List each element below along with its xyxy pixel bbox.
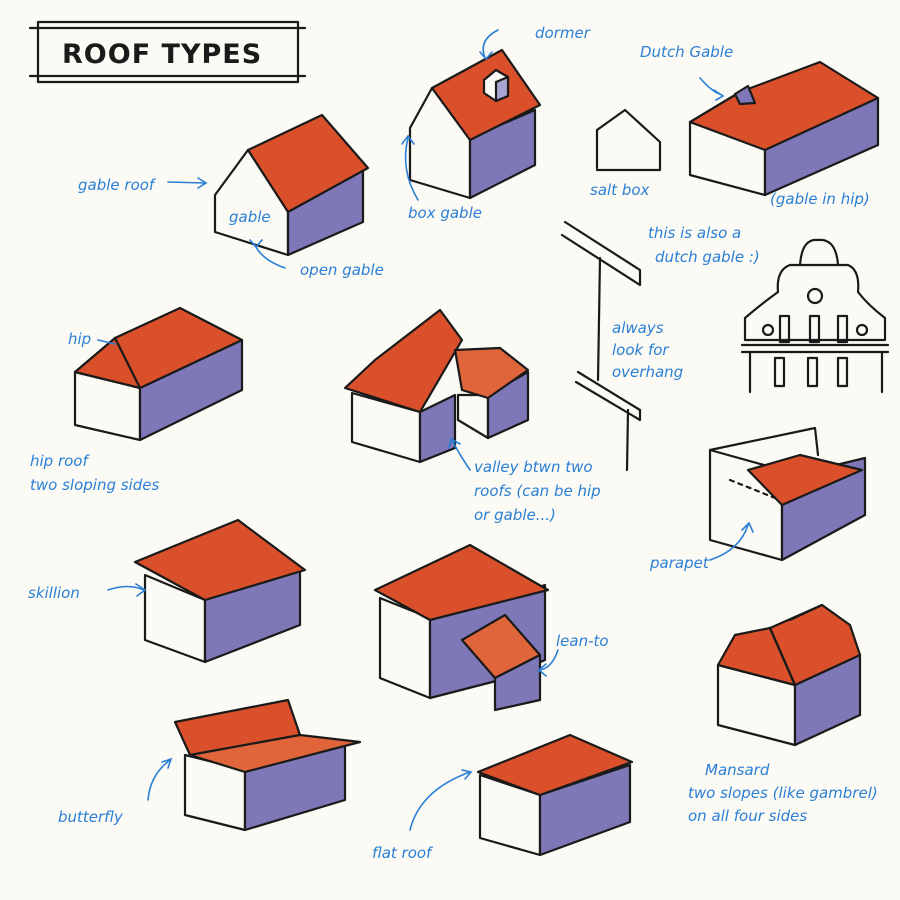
label-gable: gable: [229, 208, 271, 226]
lean-to-house: [373, 543, 550, 712]
parapet-house: [708, 426, 867, 562]
label-dutch-gable: Dutch Gable: [640, 43, 733, 61]
mansard-house: [716, 603, 862, 747]
label-dutch-gable-note-2: dutch gable :): [655, 248, 760, 266]
label-open-gable: open gable: [300, 261, 384, 279]
annotation-labels: dormer Dutch Gable gable roof gable open…: [28, 24, 878, 862]
label-flat-roof: flat roof: [372, 844, 434, 862]
flat-roof-house: [476, 733, 634, 857]
label-gable-in-hip: (gable in hip): [770, 190, 870, 208]
label-overhang-3: overhang: [612, 363, 683, 381]
label-mansard-1: Mansard: [705, 761, 770, 779]
label-mansard-3: on all four sides: [688, 807, 807, 825]
label-dutch-gable-note-1: this is also a: [648, 224, 741, 242]
valley-roof-house: [343, 308, 530, 464]
page-title: ROOF TYPES: [62, 39, 262, 70]
skillion-house: [133, 518, 307, 664]
label-hip-roof-1: hip roof: [30, 452, 90, 470]
label-gable-roof: gable roof: [78, 176, 157, 194]
title-box: ROOF TYPES: [28, 20, 307, 84]
label-lean-to: lean-to: [556, 632, 609, 650]
dutch-gable-facade: [740, 238, 890, 394]
salt-box-house: [595, 108, 662, 172]
label-valley-2: roofs (can be hip: [474, 482, 601, 500]
label-box-gable: box gable: [408, 204, 482, 222]
label-overhang-1: always: [612, 319, 664, 337]
label-parapet: parapet: [649, 554, 710, 572]
butterfly-house: [173, 698, 362, 832]
label-skillion: skillion: [28, 584, 80, 602]
label-valley-3: or gable...): [474, 506, 556, 524]
hip-roof-house: [73, 306, 244, 442]
label-hip-roof-2: two sloping sides: [30, 476, 159, 494]
overhang-detail: [560, 220, 642, 472]
dutch-gable-house: [688, 60, 880, 197]
annotation-arrows: [97, 29, 754, 831]
gable-roof-house: [213, 113, 370, 257]
label-salt-box: salt box: [590, 181, 650, 199]
label-hip: hip: [68, 330, 91, 348]
label-butterfly: butterfly: [58, 808, 124, 826]
box-gable-house: [408, 48, 542, 200]
label-valley-1: valley btwn two: [474, 458, 593, 476]
label-dormer: dormer: [535, 24, 591, 42]
label-mansard-2: two slopes (like gambrel): [688, 784, 878, 802]
label-overhang-2: look for: [612, 341, 669, 359]
